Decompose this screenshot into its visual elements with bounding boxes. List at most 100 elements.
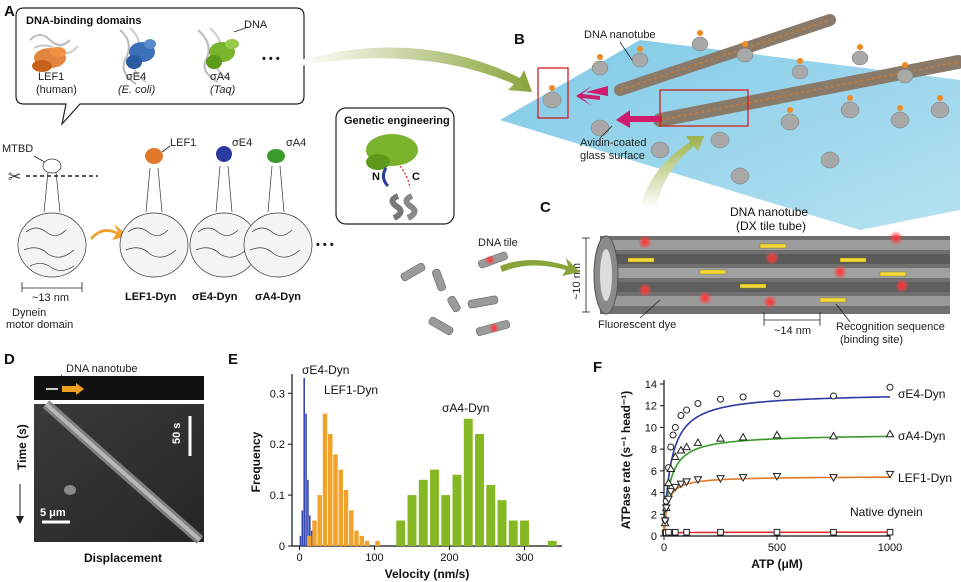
f-point bbox=[670, 483, 680, 492]
e-series-sa4-label: σA4-Dyn bbox=[442, 401, 489, 415]
f-y-tick-label: 6 bbox=[651, 466, 657, 478]
f-point bbox=[717, 528, 724, 536]
tile-assembly-arrow bbox=[500, 258, 580, 276]
panel-label-a: A bbox=[4, 3, 15, 20]
e-bar bbox=[396, 520, 406, 546]
f-point bbox=[672, 528, 679, 536]
scale-13nm: ~13 nm bbox=[32, 292, 69, 304]
f-x-tick-label: 0 bbox=[661, 542, 667, 554]
e-bar bbox=[508, 520, 518, 546]
f-point bbox=[772, 430, 782, 439]
domain-lef1-host: (human) bbox=[36, 84, 77, 96]
e-bar bbox=[547, 540, 557, 546]
e-bar bbox=[364, 540, 370, 546]
panel-d: D DNA nanotube 50 s 5 μm Time (s) Displa… bbox=[4, 351, 204, 565]
f-point bbox=[716, 433, 725, 442]
f-point bbox=[772, 472, 782, 481]
c-recog-1: Recognition sequence bbox=[836, 321, 945, 333]
domains-callout bbox=[15, 7, 305, 127]
f-point bbox=[829, 474, 838, 482]
domain-sa4-name: σA4 bbox=[210, 71, 230, 83]
f-point bbox=[693, 438, 703, 446]
e-bar bbox=[299, 535, 302, 546]
f-y-tick-label: 8 bbox=[651, 444, 657, 456]
c-title-1: DNA nanotube bbox=[730, 205, 808, 219]
mtbd-label: MTBD bbox=[2, 143, 33, 155]
f-series-sa4-label: σA4-Dyn bbox=[898, 429, 945, 443]
c-dye-label: Fluorescent dye bbox=[598, 319, 676, 331]
e-x-axis-label: Velocity (nm/s) bbox=[385, 567, 470, 581]
e-y-tick-label: 0 bbox=[279, 541, 285, 553]
e-bar bbox=[328, 434, 333, 546]
e-bar bbox=[463, 418, 473, 546]
e-x-tick-label: 0 bbox=[296, 552, 302, 564]
e-bar bbox=[301, 510, 304, 546]
panel-label-c: C bbox=[540, 199, 551, 216]
e-bar bbox=[312, 520, 317, 546]
e-x-tick-label: 300 bbox=[515, 552, 533, 564]
e-x-tick-label: 200 bbox=[440, 552, 458, 564]
e-bar bbox=[309, 515, 311, 546]
sa4-domain-structure bbox=[197, 27, 239, 83]
e-bar bbox=[452, 474, 462, 546]
construct-lef1-name: LEF1-Dyn bbox=[125, 291, 177, 303]
c-title-2: (DX tile tube) bbox=[736, 219, 806, 233]
f-point bbox=[773, 528, 781, 536]
e-y-tick-label: 0.2 bbox=[270, 439, 285, 451]
d-displacement-label: Displacement bbox=[84, 551, 162, 565]
dna-label: DNA bbox=[244, 19, 268, 31]
panel-label-b: B bbox=[514, 31, 525, 48]
f-point bbox=[664, 478, 673, 487]
e-bar bbox=[418, 479, 428, 546]
f-point bbox=[739, 393, 747, 401]
f-y-tick-label: 0 bbox=[651, 531, 657, 543]
f-point bbox=[886, 383, 894, 391]
f-point bbox=[716, 475, 725, 484]
f-point bbox=[683, 528, 690, 536]
space-scale-label: 5 μm bbox=[40, 507, 66, 519]
construct-se4 bbox=[189, 146, 259, 278]
f-point bbox=[694, 400, 702, 408]
e-bar bbox=[333, 454, 338, 546]
e-bar bbox=[497, 500, 507, 546]
construct-se4-name: σE4-Dyn bbox=[192, 291, 238, 303]
nanotube-snapshot bbox=[34, 376, 204, 400]
surface-label-2: glass surface bbox=[580, 150, 645, 162]
e-bar bbox=[303, 378, 305, 546]
construct-sa4 bbox=[243, 149, 313, 278]
domains-ellipsis: • • • bbox=[262, 53, 280, 65]
domain-se4-name: σE4 bbox=[126, 71, 146, 83]
e-bar bbox=[430, 469, 439, 546]
surface-label-1: Avidin-coated bbox=[580, 137, 646, 149]
f-y-tick-label: 2 bbox=[651, 509, 657, 521]
e-x-tick-label: 100 bbox=[365, 552, 383, 564]
f-point bbox=[885, 429, 895, 438]
f-point bbox=[677, 411, 685, 419]
f-y-tick-label: 10 bbox=[645, 422, 657, 434]
constructs-ellipsis: • • • bbox=[316, 239, 334, 251]
f-point bbox=[738, 474, 748, 482]
fluorescent-dyes bbox=[638, 231, 909, 309]
surface-motors bbox=[542, 36, 950, 185]
construct-lef1-tag: LEF1 bbox=[170, 137, 196, 149]
e-series-lef1-label: LEF1-Dyn bbox=[324, 383, 378, 397]
domains-title: DNA-binding domains bbox=[26, 15, 142, 27]
e-bar bbox=[407, 495, 417, 546]
e-bar bbox=[322, 413, 328, 546]
e-bar bbox=[475, 434, 484, 546]
f-point bbox=[660, 517, 670, 526]
d-time-label: Time (s) bbox=[15, 424, 29, 470]
lef1-domain-structure bbox=[29, 34, 79, 72]
e-bar bbox=[305, 413, 307, 546]
panel-b: B bbox=[500, 14, 961, 230]
f-point bbox=[717, 395, 724, 403]
c-spacing: ~14 nm bbox=[774, 325, 811, 337]
e-bar bbox=[375, 540, 380, 546]
zoom-box-motor bbox=[537, 67, 569, 119]
f-x-axis-label: ATP (μM) bbox=[751, 557, 803, 571]
f-y-tick-label: 14 bbox=[645, 379, 657, 391]
f-point bbox=[830, 528, 837, 536]
f-y-tick-label: 4 bbox=[651, 488, 657, 500]
